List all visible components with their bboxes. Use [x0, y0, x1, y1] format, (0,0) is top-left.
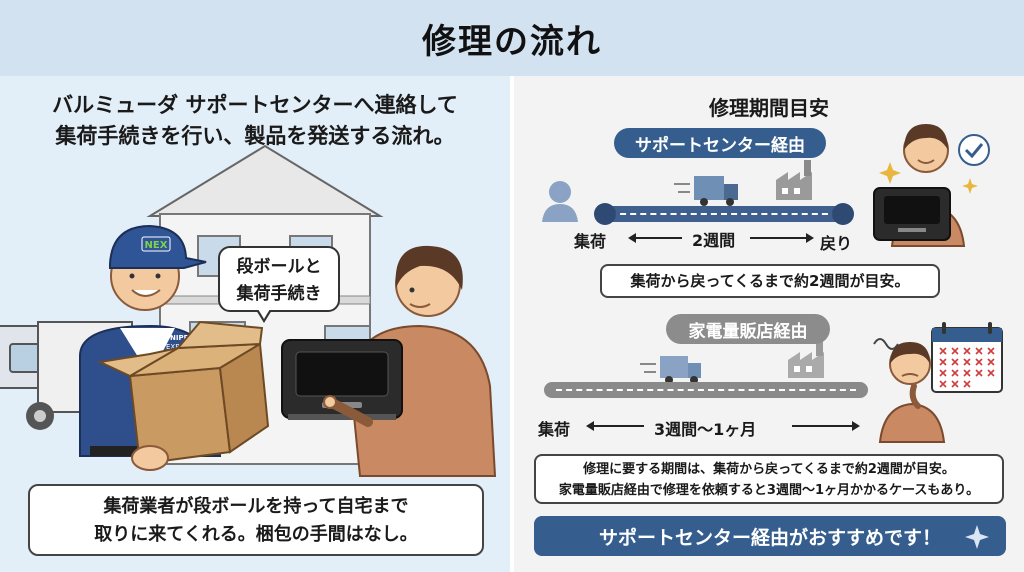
cap-badge-text: NEX [145, 240, 168, 251]
intro-line-1: バルミューダ サポートセンターへ連絡して [52, 93, 458, 117]
worried-customer-icon [873, 338, 946, 443]
recommendation-banner: サポートセンター経由がおすすめです！ [534, 516, 1006, 556]
road-end-dot [832, 203, 854, 225]
user-icon [542, 181, 578, 222]
summary-box: 修理に要する期間は、集荷から戻ってくるまで約2週間が目安。 家電量販店経由で修理… [534, 454, 1004, 504]
support-timeline-road [594, 203, 854, 225]
retail-route-pill: 家電量販店経由 [666, 314, 830, 344]
support-end-label: 戻り [820, 234, 853, 253]
right-panel: 修理期間目安 サポートセンター経由 [514, 76, 1024, 572]
road-start-dot [594, 203, 616, 225]
left-panel: バルミューダ サポートセンターへ連絡して 集荷手続きを行い、製品を発送する流れ。 [0, 76, 510, 572]
caption-line-2: 取りに来てくれる。梱包の手間はなし。 [94, 524, 418, 545]
cardboard-box-icon [96, 320, 270, 471]
satisfied-customer-icon [873, 124, 966, 247]
retail-timeline-road [544, 382, 868, 398]
repair-period-title: 修理期間目安 [709, 96, 829, 120]
support-start-label: 集荷 [574, 232, 607, 251]
oven-icon [281, 339, 403, 427]
calendar-icon [931, 322, 1003, 393]
check-icon [958, 134, 990, 166]
support-span-label: 2週間 [692, 231, 736, 250]
caption-line-1: 集荷業者が段ボールを持って自宅まで [103, 496, 409, 517]
speech-bubble: 段ボールと 集荷手続き [218, 246, 340, 323]
retail-span-label: 3週間〜1ヶ月 [654, 420, 757, 439]
recommendation-text: サポートセンター経由がおすすめです！ [598, 526, 941, 549]
retail-start-label: 集荷 [538, 420, 571, 439]
support-note: 集荷から戻ってくるまで約2週間が目安。 [600, 264, 940, 298]
timeline-illustrations [542, 124, 1003, 443]
page-title: 修理の流れ [422, 21, 602, 62]
factory-icon-2 [788, 340, 824, 378]
sparkle-icon-1 [879, 162, 978, 194]
factory-icon-1 [776, 160, 812, 200]
span-arrows-retail [586, 421, 860, 431]
summary-line-1: 修理に要する期間は、集荷から戻ってくるまで約2週間が目安。 [583, 462, 955, 477]
delivery-illustration: NEX NIPPON EXPRESS [0, 144, 497, 477]
header-banner: 修理の流れ [0, 0, 1024, 76]
span-arrows-support [628, 233, 814, 243]
support-route-pill: サポートセンター経由 [614, 128, 826, 158]
intro-text: バルミューダ サポートセンターへ連絡して 集荷手続きを行い、製品を発送する流れ。 [0, 90, 510, 152]
sparkle-icon [965, 525, 989, 549]
summary-line-2: 家電量販店経由で修理を依頼すると3週間〜1ヶ月かかるケースもあり。 [558, 483, 980, 498]
intro-line-2: 集荷手続きを行い、製品を発送する流れ。 [55, 124, 455, 148]
truck-icon-1 [674, 176, 738, 206]
left-caption-box: 集荷業者が段ボールを持って自宅まで 取りに来てくれる。梱包の手間はなし。 [28, 484, 484, 556]
bubble-line-1: 段ボールと [236, 257, 322, 277]
truck-icon-2 [640, 356, 701, 384]
bubble-line-2: 集荷手続き [236, 284, 322, 304]
